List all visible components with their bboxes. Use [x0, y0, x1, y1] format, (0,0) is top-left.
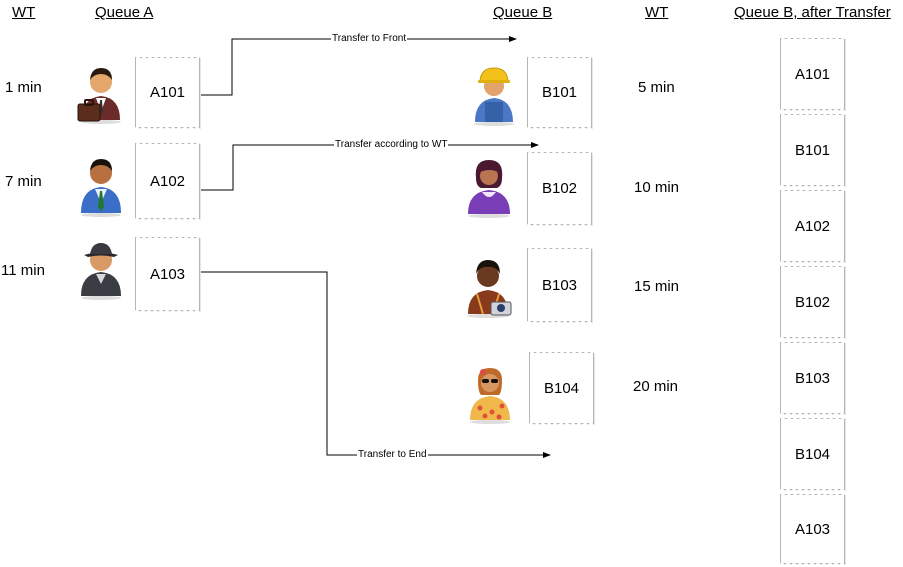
- woman-purple-icon: [468, 160, 510, 218]
- after-ticket-3: A102: [780, 189, 845, 262]
- queue-a-wait-1: 1 min: [5, 79, 42, 96]
- after-ticket-4: B102: [780, 265, 845, 338]
- businessman-briefcase-icon: [77, 68, 121, 124]
- transfer-front-label: Transfer to Front: [331, 33, 408, 45]
- after-ticket-7: A103: [780, 493, 845, 564]
- transfer-wt-label: Transfer according to WT: [334, 139, 449, 151]
- queue-b-after-header: Queue B, after Transfer: [734, 4, 891, 21]
- queue-a-header: Queue A: [95, 4, 154, 21]
- transfer-end-label: Transfer to End: [357, 449, 428, 461]
- queue-b-wait-2: 10 min: [634, 179, 680, 196]
- queue-b-ticket-4: B104: [529, 351, 594, 424]
- woman-sunglasses-icon: [470, 368, 510, 424]
- queue-a-wait-3: 11 min: [1, 262, 45, 279]
- construction-worker-icon: [474, 67, 514, 126]
- queue-b-ticket-2: B102: [527, 151, 592, 225]
- queue-a-wait-2: 7 min: [5, 173, 42, 190]
- queue-a-ticket-2: A102: [135, 142, 200, 219]
- queue-b-wait-3: 15 min: [634, 278, 680, 295]
- queue-b-header: Queue B: [493, 4, 553, 21]
- wt-left-header: WT: [12, 4, 36, 21]
- queue-b-ticket-1: B101: [527, 56, 592, 128]
- after-ticket-6: B104: [780, 417, 845, 490]
- after-ticket-1: A101: [780, 37, 845, 110]
- queue-b-wait-4: 20 min: [633, 378, 679, 395]
- tourist-camera-icon: [467, 260, 512, 318]
- wt-right-header: WT: [645, 4, 669, 21]
- queue-b-ticket-3: B103: [527, 247, 592, 322]
- transfer-end-line: [200, 271, 551, 458]
- man-hat-icon: [81, 243, 121, 300]
- queue-b-wait-1: 5 min: [638, 79, 675, 96]
- queue-a-ticket-1: A101: [135, 56, 200, 128]
- after-ticket-2: B101: [780, 113, 845, 186]
- after-ticket-5: B103: [780, 341, 845, 414]
- queue-a-ticket-3: A103: [135, 236, 200, 311]
- businessman-green-tie-icon: [81, 159, 121, 217]
